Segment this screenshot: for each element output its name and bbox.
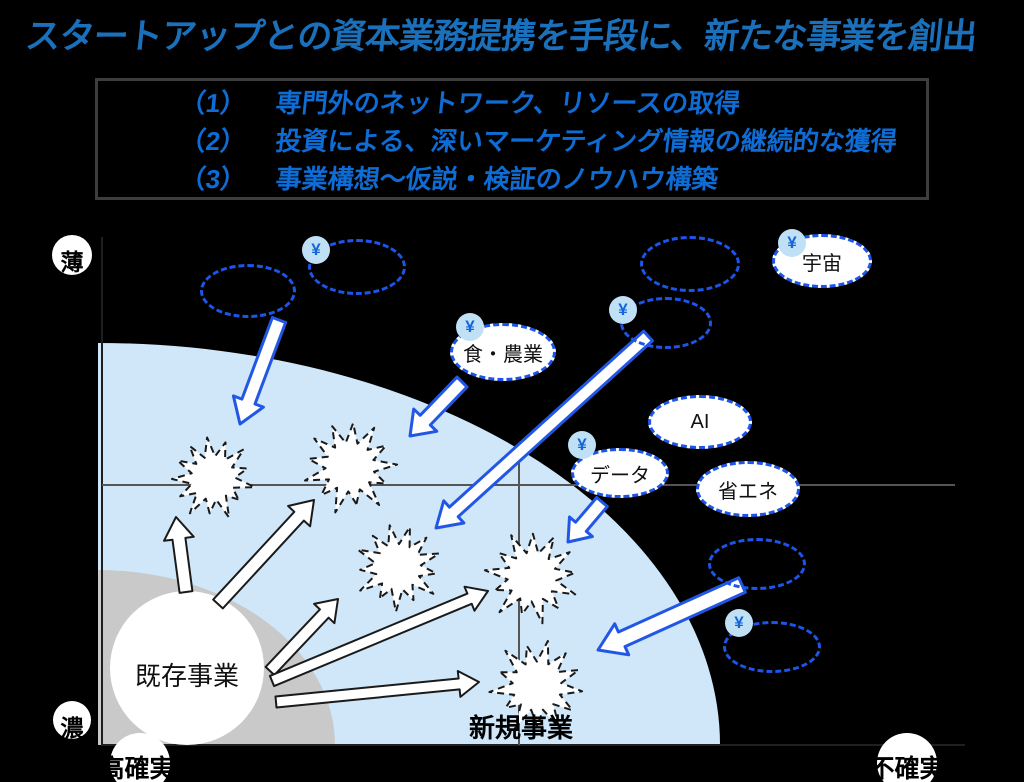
startup-ellipse-empty: [708, 538, 806, 590]
x-axis-right-highlight: [877, 733, 937, 782]
y-axis-bottom-label: 濃: [60, 715, 84, 741]
benefit-number: （1）: [178, 87, 248, 118]
benefit-number: （2）: [178, 125, 248, 156]
benefits-box: （1） 専門外のネットワーク、リソースの取得 （2） 投資による、深いマーケティ…: [95, 78, 929, 200]
benefit-text: 事業構想～仮説・検証のノウハウ構築: [274, 163, 720, 194]
benefit-item: （3） 事業構想～仮説・検証のノウハウ構築: [178, 158, 928, 196]
yen-investment-icon: ¥: [778, 229, 806, 257]
existing-business-label: 既存事業: [134, 661, 239, 691]
benefit-item: （2） 投資による、深いマーケティング情報の継続的な獲得: [178, 120, 928, 158]
startup-ellipse-label: 食・農業: [463, 343, 543, 366]
x-axis-right-label: 不確実: [869, 755, 945, 782]
startup-ellipse-ai: AI: [648, 395, 752, 449]
startup-ellipse-empty: [723, 621, 821, 673]
startup-ellipse-label: 省エネ: [718, 480, 778, 503]
existing-business-circle: [110, 591, 264, 745]
yen-investment-icon: ¥: [456, 313, 484, 341]
x-axis-line: [101, 744, 965, 746]
startup-ellipse-empty: [200, 264, 296, 318]
page-title: スタートアップとの資本業務提携を手段に、新たな事業を創出: [23, 17, 979, 56]
yen-investment-icon: ¥: [568, 431, 596, 459]
benefit-text: 専門外のネットワーク、リソースの取得: [274, 87, 742, 118]
y-axis-bottom-highlight: [53, 701, 91, 739]
benefit-number: （3）: [178, 163, 248, 194]
startup-ellipse-label: データ: [590, 464, 650, 487]
startup-ellipse-energy-saving: 省エネ: [696, 461, 800, 517]
benefit-text: 投資による、深いマーケティング情報の継続的な獲得: [274, 125, 899, 156]
y-axis-line: [101, 237, 103, 745]
y-axis-top-highlight: [52, 235, 92, 275]
yen-investment-icon: ¥: [302, 236, 330, 264]
x-axis-left-highlight: [110, 733, 170, 782]
crosshair-horizontal-line: [102, 484, 955, 486]
y-axis-top-label: 薄: [60, 249, 84, 275]
startup-ellipse-empty: [640, 236, 740, 292]
x-axis-left-label: 高確実: [99, 755, 175, 782]
crosshair-vertical-line: [518, 457, 520, 745]
startup-ellipse-empty: [308, 239, 406, 295]
startup-ellipse-label: 宇宙: [802, 252, 842, 275]
yen-investment-icon: ¥: [725, 609, 753, 637]
yen-investment-icon: ¥: [609, 296, 637, 324]
new-business-label: 新規事業: [468, 713, 573, 743]
startup-ellipse-label: AI: [690, 410, 710, 433]
startup-ellipse-data: データ: [571, 448, 669, 498]
benefit-item: （1） 専門外のネットワーク、リソースの取得: [178, 82, 928, 120]
